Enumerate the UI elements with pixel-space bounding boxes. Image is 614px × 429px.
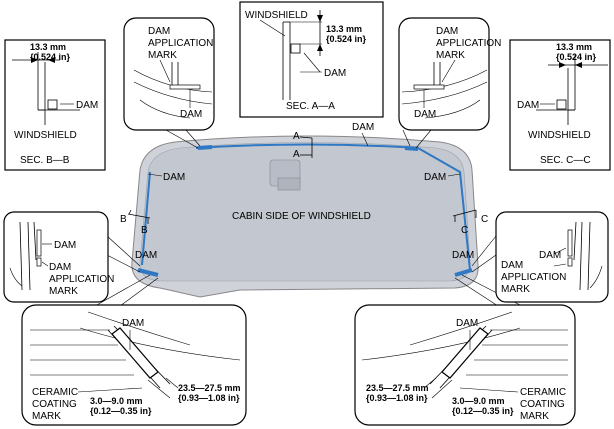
caption: SEC. A—A [286, 101, 335, 112]
svg-text:MARK: MARK [520, 411, 549, 422]
dam-label: DAM [456, 318, 478, 329]
svg-text:DAM: DAM [148, 26, 170, 37]
svg-text:B: B [120, 214, 127, 225]
svg-text:APPLICATION: APPLICATION [436, 38, 501, 49]
svg-text:MARK: MARK [436, 50, 465, 61]
dam-label-left: DAM [163, 172, 185, 183]
windshield: CABIN SIDE OF WINDSHIELD DAM DAM DAM DAM… [120, 122, 488, 298]
dim1-mm: 3.0—9.0 mm [90, 396, 143, 406]
dam-label-right: DAM [424, 172, 446, 183]
dam-label-top: DAM [352, 122, 374, 133]
dim1-in: {0.12—0.35 in} [452, 406, 514, 416]
dam-label-bottom-left: DAM [135, 250, 157, 261]
svg-text:CERAMIC: CERAMIC [520, 387, 566, 398]
dam-mark-top-right [404, 146, 419, 151]
svg-text:DAM: DAM [49, 262, 71, 273]
svg-text:C: C [481, 214, 488, 225]
windshield-label: WINDSHIELD [245, 10, 308, 21]
svg-text:MARK: MARK [32, 411, 61, 422]
svg-text:A: A [293, 131, 300, 142]
dim2-in: {0.93—1.08 in} [366, 393, 428, 403]
detail-bottom-right: DAM CERAMIC COATING MARK 3.0—9.0 mm {0.1… [354, 304, 576, 426]
svg-text:COATING: COATING [32, 399, 77, 410]
dam-label: DAM [76, 100, 98, 111]
svg-text:C: C [461, 225, 468, 236]
detail-mid-right: DAM DAM APPLICATION MARK [495, 211, 609, 303]
detail-bottom-left: DAM CERAMIC COATING MARK 3.0—9.0 mm {0.1… [21, 304, 247, 426]
dim1-in: {0.12—0.35 in} [90, 406, 152, 416]
svg-text:MARK: MARK [148, 50, 177, 61]
section-aa-box: WINDSHIELD DAM 13.3 mm {0.524 in} SEC. A… [239, 1, 384, 118]
dam-label: DAM [54, 240, 76, 251]
mirror-mount [269, 159, 301, 191]
detail-top-right: DAM APPLICATION MARK DAM [398, 17, 501, 131]
svg-text:MARK: MARK [49, 286, 78, 297]
dam-mark-bottom-right [454, 268, 473, 277]
detail-mid-left: DAM DAM APPLICATION MARK [3, 211, 114, 303]
dam-label: DAM [517, 100, 539, 111]
svg-text:CERAMIC: CERAMIC [32, 387, 78, 398]
dim2-in: {0.93—1.08 in} [178, 393, 240, 403]
section-bb-box: 13.3 mm {0.524 in} DAM WINDSHIELD SEC. B… [4, 39, 106, 171]
windshield-label: WINDSHIELD [14, 130, 77, 141]
caption: SEC. C—C [540, 155, 591, 166]
dim-mm: 13.3 mm [556, 42, 592, 52]
svg-text:APPLICATION: APPLICATION [501, 272, 566, 283]
dam-label: DAM [180, 109, 202, 120]
svg-text:DAM: DAM [436, 26, 458, 37]
dam-mark-top-left [197, 145, 213, 150]
section-marker-b: B B [120, 209, 151, 236]
dim-mm: 13.3 mm [326, 24, 362, 34]
center-label: CABIN SIDE OF WINDSHIELD [232, 211, 371, 222]
svg-text:B: B [141, 225, 148, 236]
dim-in: {0.524 in} [30, 52, 71, 62]
svg-text:A: A [293, 149, 300, 160]
section-cc-box: 13.3 mm {0.524 in} DAM WINDSHIELD SEC. C… [509, 39, 611, 171]
dam-label: DAM [122, 318, 144, 329]
svg-text:COATING: COATING [520, 399, 565, 410]
svg-text:APPLICATION: APPLICATION [49, 274, 114, 285]
detail-top-left: DAM APPLICATION MARK DAM [123, 17, 215, 131]
dam-label: DAM [414, 109, 436, 120]
dam-label-bottom-right: DAM [452, 250, 474, 261]
dim2-mm: 23.5—27.5 mm [366, 383, 429, 393]
dam-label: DAM [539, 250, 561, 261]
dam-label: DAM [324, 68, 346, 79]
section-marker-a: A A [293, 131, 313, 160]
section-marker-c: C C [452, 209, 488, 236]
svg-text:DAM: DAM [501, 260, 523, 271]
windshield-label: WINDSHIELD [528, 130, 591, 141]
svg-text:MARK: MARK [501, 284, 530, 295]
dim1-mm: 3.0—9.0 mm [452, 396, 505, 406]
dim-mm: 13.3 mm [30, 42, 66, 52]
caption: SEC. B—B [20, 155, 70, 166]
dam-mark-bottom-left [137, 268, 159, 277]
dim-in: {0.524 in} [556, 52, 597, 62]
dim-in: {0.524 in} [326, 34, 367, 44]
dim2-mm: 23.5—27.5 mm [178, 383, 241, 393]
svg-text:APPLICATION: APPLICATION [148, 38, 213, 49]
